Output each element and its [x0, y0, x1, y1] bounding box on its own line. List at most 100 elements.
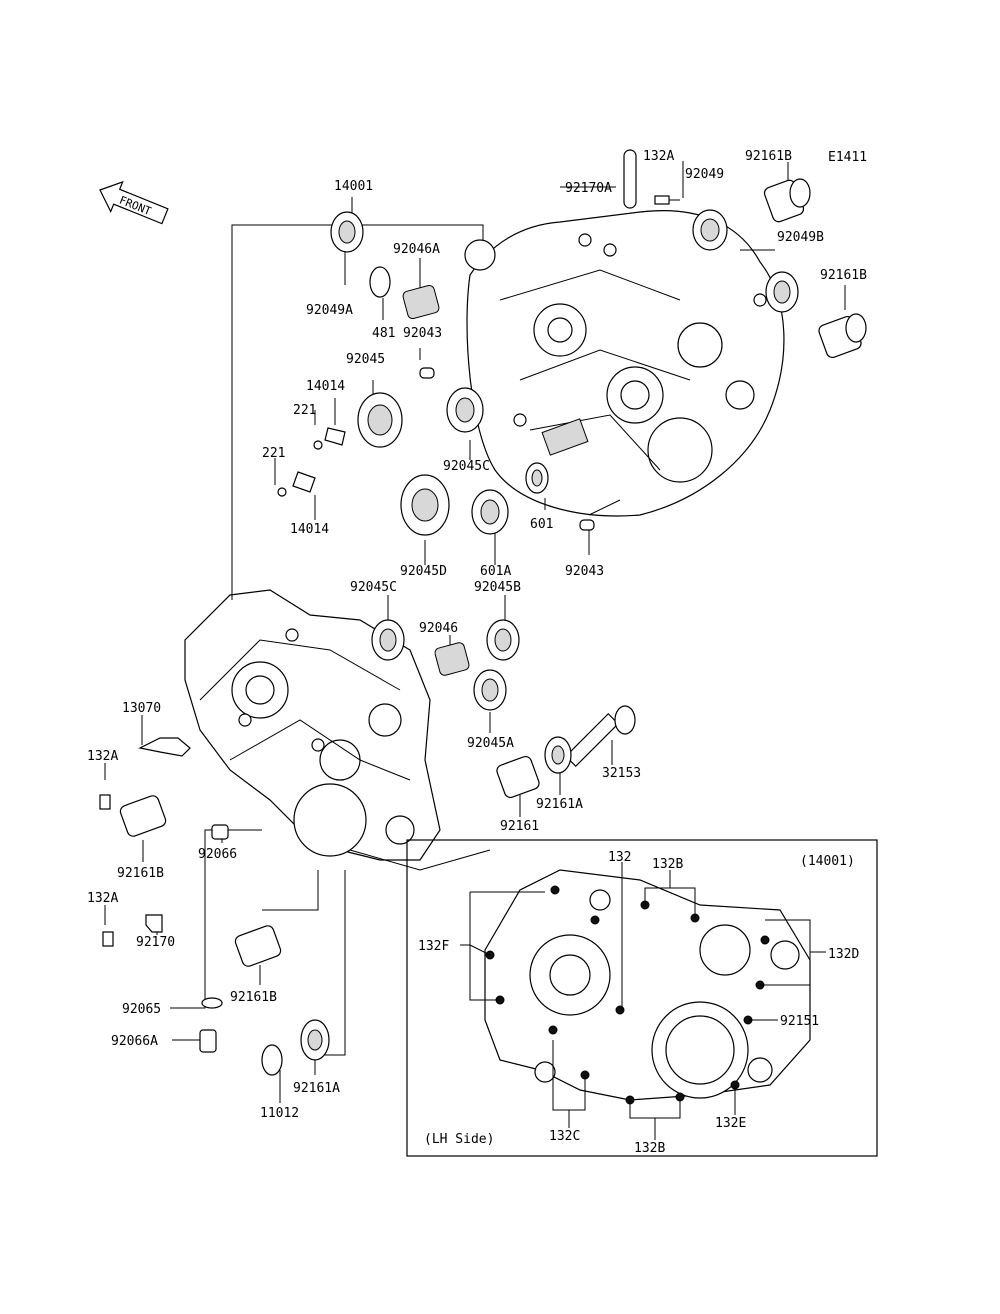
diagram-code: E1411 [828, 150, 867, 165]
label-221-bottom: 221 [262, 446, 285, 461]
part-92049A-bearing [330, 211, 364, 253]
part-601-oil-seal [525, 462, 549, 494]
part-92046A-needle-bearing [402, 284, 440, 320]
label-92045C-mid: 92045C [350, 580, 397, 595]
part-92046-needle-bearing [434, 642, 470, 676]
part-132A-bolt-bottom [102, 931, 114, 947]
label-132B-bottom: 132B [634, 1141, 665, 1156]
parts [99, 149, 867, 1076]
label-601: 601 [530, 517, 553, 532]
part-92043-dowel [419, 367, 435, 379]
label-92045: 92045 [346, 352, 385, 367]
inset-bolt-hole [760, 935, 770, 945]
part-14014-plate-bot [292, 471, 316, 493]
part-11012-cap [261, 1044, 283, 1076]
label-92049B: 92049B [777, 230, 824, 245]
label-92043-bottom: 92043 [565, 564, 604, 579]
label-92066A: 92066A [111, 1034, 158, 1049]
inset-bolt-hole [675, 1092, 685, 1102]
part-92049B-bearing [765, 271, 799, 313]
label-92065: 92065 [122, 1002, 161, 1017]
label-92161B-top: 92161B [745, 149, 792, 164]
label-92045B: 92045B [474, 580, 521, 595]
label-92161A-bottom: 92161A [293, 1081, 340, 1096]
label-11012: 11012 [260, 1106, 299, 1121]
inset-bolt-hole [590, 915, 600, 925]
label-92049: 92049 [685, 167, 724, 182]
part-92170A-strap [623, 149, 637, 209]
part-221-screw-top [313, 440, 323, 450]
part-92049-bearing [692, 209, 728, 251]
label-14001: 14001 [334, 179, 373, 194]
inset-bolt-hole [615, 1005, 625, 1015]
label-14014-top: 14014 [306, 379, 345, 394]
label-221-top: 221 [293, 403, 316, 418]
part-92045B-bearing [486, 619, 520, 661]
part-14014-plate-top [324, 427, 346, 446]
label-92161: 92161 [500, 819, 539, 834]
label-14014-bottom: 14014 [290, 522, 329, 537]
label-132D: 132D [828, 947, 859, 962]
part-92161B-damper-left [119, 795, 167, 837]
front-arrow-icon: FRONT [99, 180, 169, 225]
part-92170-clamp [145, 914, 163, 933]
inset-title: (14001) [800, 854, 855, 869]
label-92046A: 92046A [393, 242, 440, 257]
label-92151: 92151 [780, 1014, 819, 1029]
part-92066A-plug [199, 1029, 217, 1053]
label-92161A-mid: 92161A [536, 797, 583, 812]
part-92045C-bearing-lower [371, 619, 405, 661]
part-481-circlip [369, 266, 391, 298]
part-92161A-damper [544, 736, 572, 774]
label-92161B-right: 92161B [820, 268, 867, 283]
part-132A-bolt [654, 195, 680, 205]
label-132A-bottom: 132A [87, 891, 118, 906]
part-92045-bearing [357, 392, 403, 448]
label-601A: 601A [480, 564, 511, 579]
part-92161B-damper [818, 313, 867, 359]
label-92045D: 92045D [400, 564, 447, 579]
part-92161A-damper-bottom [300, 1019, 330, 1061]
label-132: 132 [608, 850, 631, 865]
part-92043-dowel-lower [579, 519, 595, 531]
label-92170: 92170 [136, 935, 175, 950]
label-92161B-left: 92161B [117, 866, 164, 881]
part-92066-plug [211, 824, 229, 840]
label-132E: 132E [715, 1116, 746, 1131]
label-132A-top: 132A [643, 149, 674, 164]
part-92161B-damper [763, 178, 811, 223]
part-132A-bolt-left [99, 794, 111, 810]
label-92066: 92066 [198, 847, 237, 862]
label-92045A: 92045A [467, 736, 514, 751]
label-92043-top: 92043 [403, 326, 442, 341]
inset-side-label: (LH Side) [424, 1132, 494, 1147]
part-92045A-bearing [473, 669, 507, 711]
inset-bolt-hole [548, 1025, 558, 1035]
label-92161B-bottom: 92161B [230, 990, 277, 1005]
part-labels: 14001 132A 92170A 92161B 92049 92049B 92… [87, 149, 867, 1156]
part-601A-bearing [471, 489, 509, 535]
label-132A-left: 132A [87, 749, 118, 764]
label-132F: 132F [418, 939, 449, 954]
label-481: 481 [372, 326, 395, 341]
inset-bolt-hole [550, 885, 560, 895]
part-92045C-bearing [446, 387, 484, 433]
part-221-screw-bot [277, 487, 287, 497]
label-32153: 32153 [602, 766, 641, 781]
label-92049A: 92049A [306, 303, 353, 318]
label-13070: 13070 [122, 701, 161, 716]
part-13070-bracket [138, 737, 191, 757]
part-92045D-bearing [400, 474, 450, 536]
label-92046: 92046 [419, 621, 458, 636]
part-92065-washer [201, 997, 223, 1009]
inset-panel: (14001) (LH Side) [406, 839, 878, 1157]
label-92045C-top: 92045C [443, 459, 490, 474]
label-92170A: 92170A [565, 181, 612, 196]
label-132C: 132C [549, 1129, 580, 1144]
part-92161B-damper-bottom [234, 925, 282, 967]
part-32153-pipe [564, 705, 636, 768]
label-132B-top: 132B [652, 857, 683, 872]
part-92161-damper [496, 755, 540, 799]
